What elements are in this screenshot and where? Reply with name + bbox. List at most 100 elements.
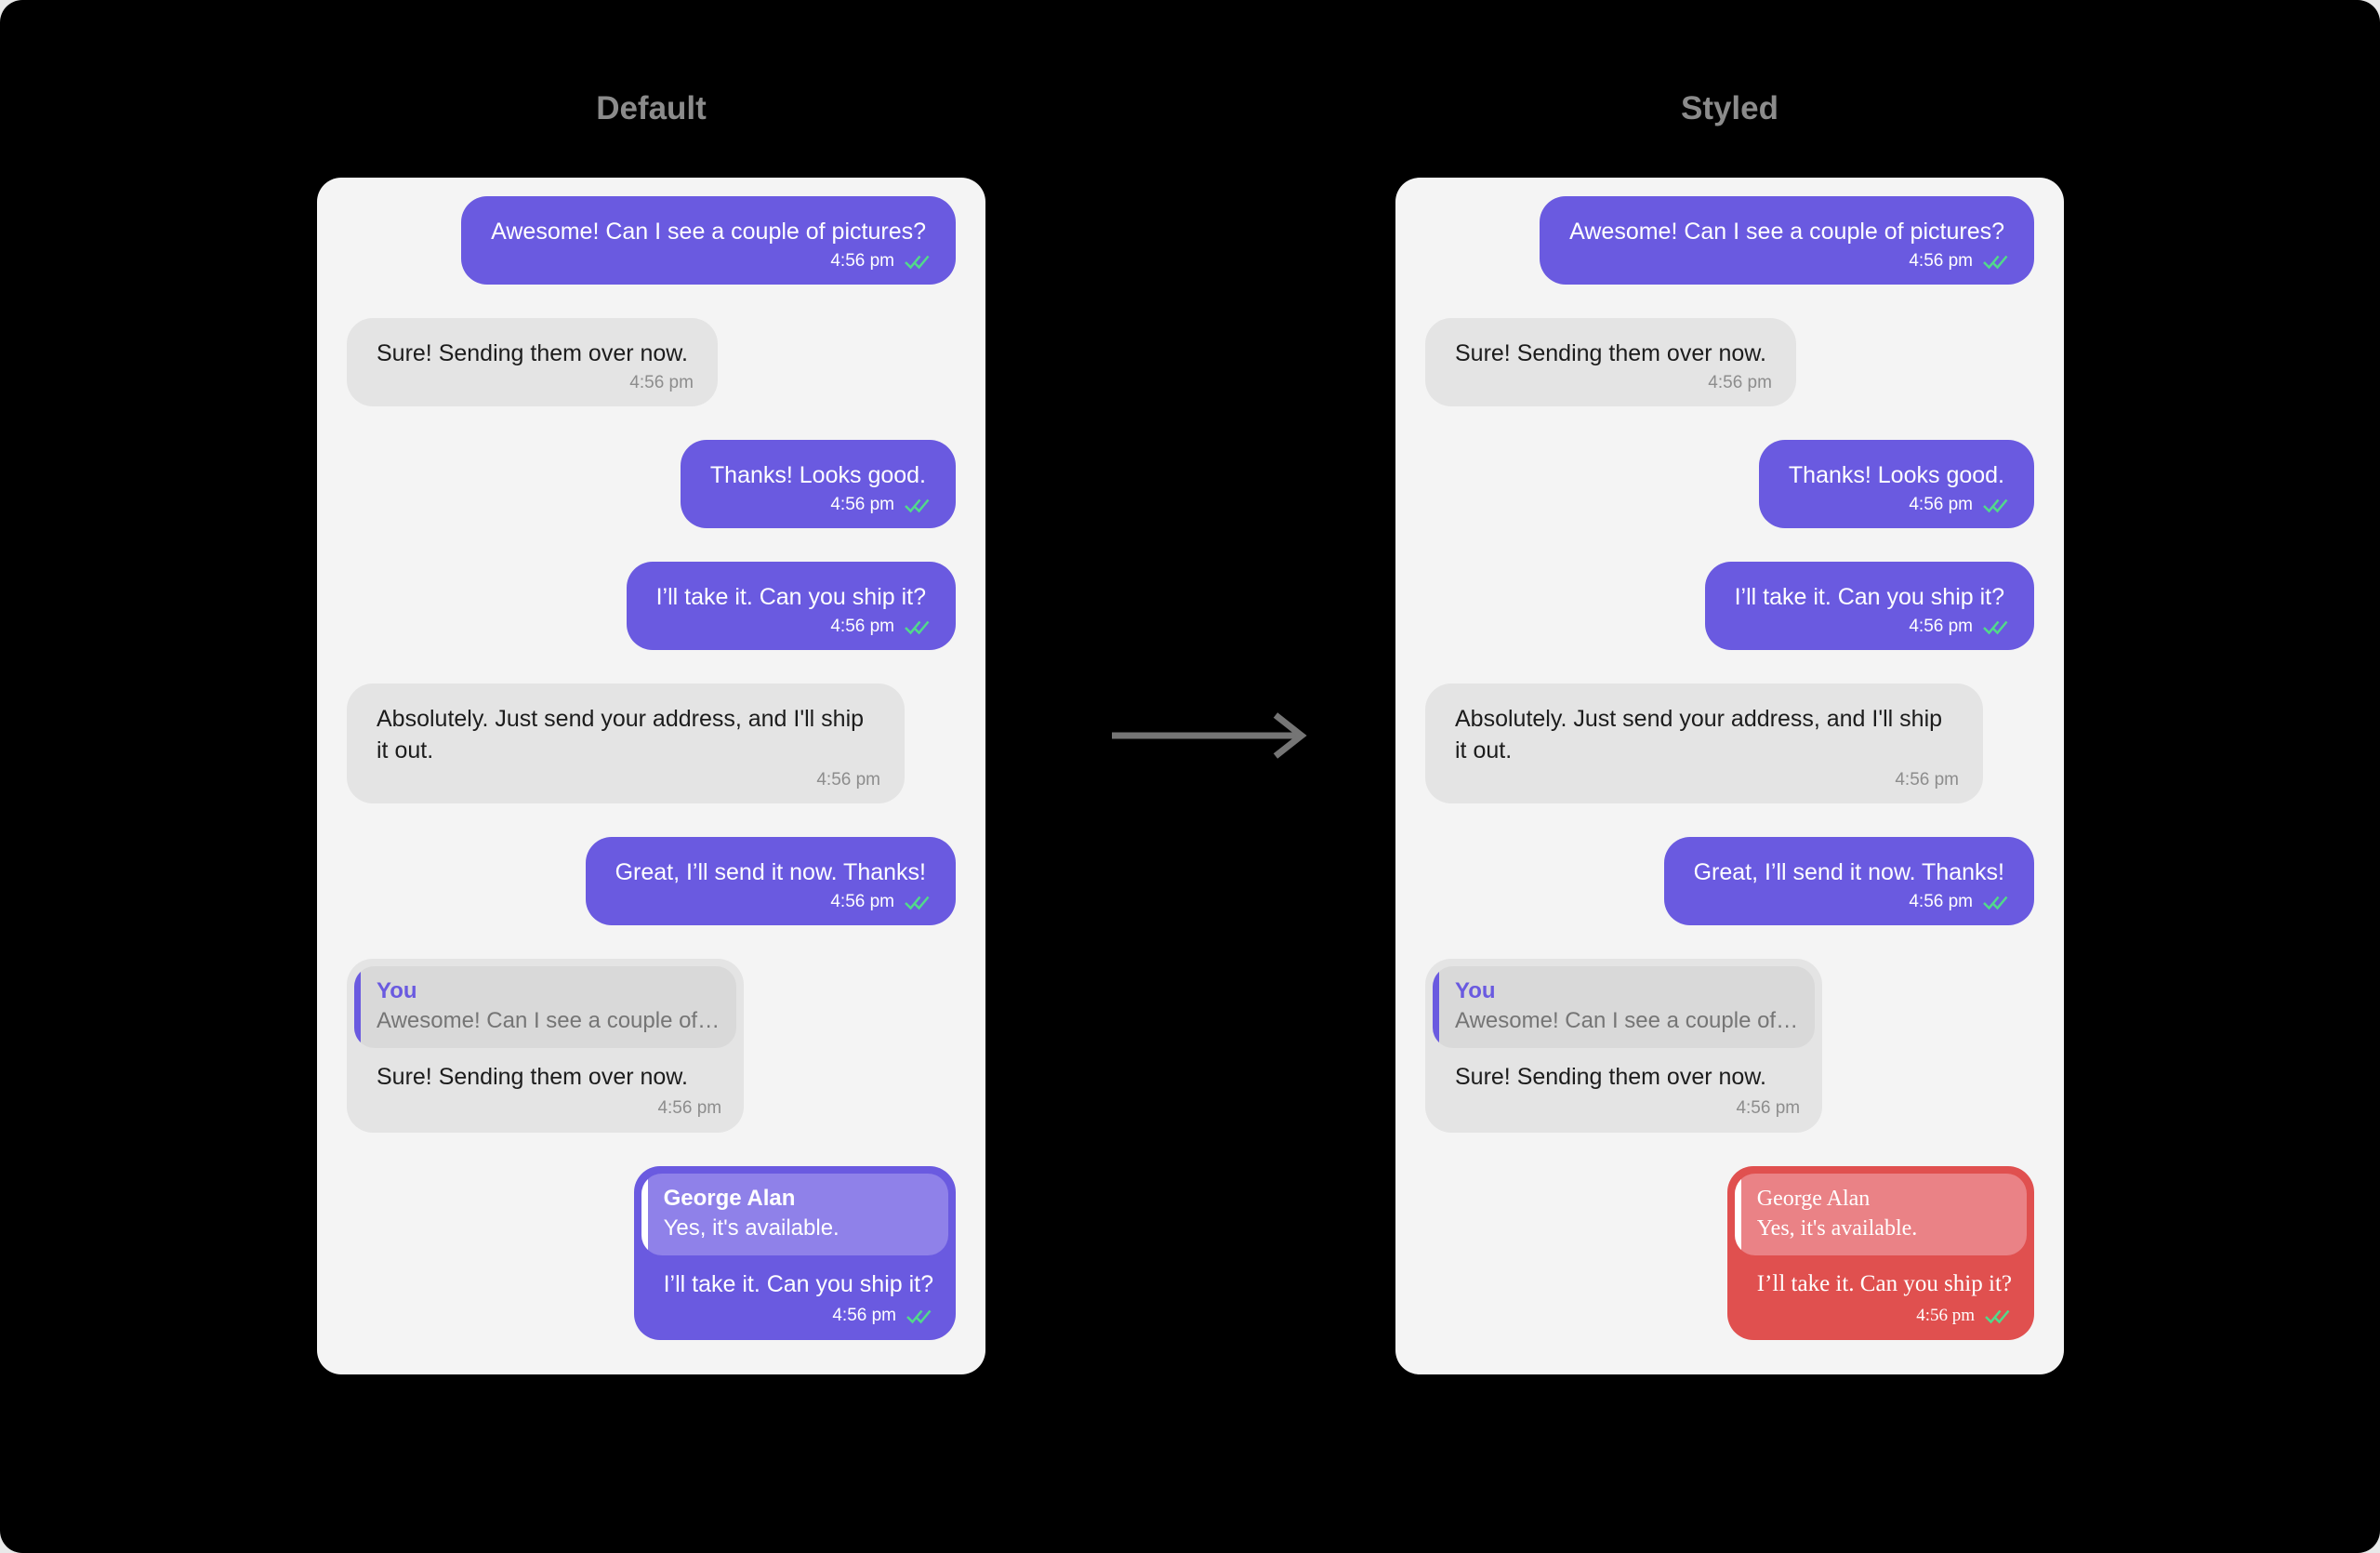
- quote-author: George Alan: [1756, 1187, 1871, 1211]
- message-bubble: Awesome! Can I see a couple of pictures?…: [461, 196, 956, 285]
- quote-accent-bar: [1734, 1174, 1741, 1255]
- message-bubble: Absolutely. Just send your address, and …: [347, 684, 905, 803]
- panel-title-default: Default: [596, 90, 707, 126]
- double-check-icon: [1983, 620, 2008, 635]
- message-row: You Awesome! Can I see a couple of… Sure…: [347, 959, 956, 1133]
- message-bubble: Great, I’ll send it now. Thanks! 4:56 pm: [585, 837, 956, 925]
- double-check-icon: [905, 498, 930, 513]
- message-row: I’ll take it. Can you ship it? 4:56 pm: [1425, 562, 2034, 650]
- message-text: Absolutely. Just send your address, and …: [1455, 706, 1943, 763]
- timestamp: 4:56 pm: [1909, 495, 1973, 514]
- quote-accent-bar: [1433, 966, 1439, 1048]
- message-row: Sure! Sending them over now. 4:56 pm: [347, 318, 956, 406]
- message-bubble: You Awesome! Can I see a couple of… Sure…: [347, 959, 745, 1133]
- message-text: Great, I’ll send it now. Thanks!: [615, 859, 926, 885]
- message-meta: 4:56 pm: [656, 615, 932, 639]
- message-bubble: Great, I’ll send it now. Thanks! 4:56 pm: [1663, 837, 2034, 925]
- timestamp: 4:56 pm: [1916, 1306, 1975, 1325]
- timestamp: 4:56 pm: [1909, 892, 1973, 911]
- message-text: Absolutely. Just send your address, and …: [377, 706, 865, 763]
- message-text: Sure! Sending them over now.: [377, 1064, 688, 1090]
- timestamp: 4:56 pm: [629, 373, 694, 392]
- message-text: Great, I’ll send it now. Thanks!: [1693, 859, 2004, 885]
- message-row: Great, I’ll send it now. Thanks! 4:56 pm: [347, 837, 956, 925]
- message-meta: 4:56 pm: [1455, 371, 1772, 395]
- message-meta: 4:56 pm: [1433, 1096, 1800, 1121]
- timestamp: 4:56 pm: [1736, 1098, 1801, 1118]
- quote-text: Awesome! Can I see a couple of…: [1455, 1008, 1799, 1033]
- message-text: I’ll take it. Can you ship it?: [1756, 1271, 2012, 1296]
- timestamp: 4:56 pm: [1895, 770, 1959, 790]
- message-meta: 4:56 pm: [491, 249, 932, 273]
- quote-accent-bar: [354, 966, 361, 1048]
- message-row: Absolutely. Just send your address, and …: [347, 684, 956, 803]
- message-row: George Alan Yes, it's available. I’ll ta…: [1425, 1166, 2034, 1340]
- message-text: Awesome! Can I see a couple of pictures?: [491, 219, 926, 245]
- quote-accent-bar: [641, 1174, 648, 1255]
- message-text: I’ll take it. Can you ship it?: [663, 1271, 933, 1297]
- timestamp: 4:56 pm: [830, 617, 894, 636]
- message-meta: 4:56 pm: [1735, 615, 2010, 639]
- message-text: Sure! Sending them over now.: [1455, 1064, 1766, 1090]
- message-text: I’ll take it. Can you ship it?: [655, 584, 926, 610]
- message-meta: 4:56 pm: [710, 493, 932, 517]
- quote-author: You: [1455, 978, 1496, 1003]
- reply-quote: George Alan Yes, it's available.: [1734, 1174, 2027, 1255]
- chat-panel-styled: Awesome! Can I see a couple of pictures?…: [1395, 178, 2064, 1374]
- double-check-icon: [905, 896, 930, 910]
- message-bubble: Thanks! Looks good. 4:56 pm: [1758, 440, 2034, 528]
- double-check-icon: [1983, 896, 2008, 910]
- message-bubble: I’ll take it. Can you ship it? 4:56 pm: [1704, 562, 2034, 650]
- message-row: You Awesome! Can I see a couple of… Sure…: [1425, 959, 2034, 1133]
- right-arrow-icon: [1112, 712, 1307, 759]
- timestamp: 4:56 pm: [830, 251, 894, 271]
- timestamp: 4:56 pm: [1708, 373, 1772, 392]
- message-meta: 4:56 pm: [1735, 1304, 2012, 1328]
- message-row: Sure! Sending them over now. 4:56 pm: [1425, 318, 2034, 406]
- message-text: I’ll take it. Can you ship it?: [1734, 584, 2004, 610]
- quote-text: Yes, it's available.: [663, 1215, 840, 1241]
- message-meta: 4:56 pm: [1569, 249, 2010, 273]
- message-meta: 4:56 pm: [377, 371, 694, 395]
- message-bubble: Absolutely. Just send your address, and …: [1425, 684, 1983, 803]
- message-row: George Alan Yes, it's available. I’ll ta…: [347, 1166, 956, 1340]
- timestamp: 4:56 pm: [830, 892, 894, 911]
- message-row: Awesome! Can I see a couple of pictures?…: [347, 196, 956, 285]
- message-meta: 4:56 pm: [641, 1304, 933, 1328]
- message-text: Awesome! Can I see a couple of pictures?: [1569, 219, 2004, 245]
- double-check-icon: [905, 620, 930, 635]
- timestamp: 4:56 pm: [830, 495, 894, 514]
- message-meta: 4:56 pm: [1694, 890, 2010, 914]
- message-row: Great, I’ll send it now. Thanks! 4:56 pm: [1425, 837, 2034, 925]
- message-bubble: Sure! Sending them over now. 4:56 pm: [1425, 318, 1796, 406]
- message-bubble: Awesome! Can I see a couple of pictures?…: [1540, 196, 2034, 285]
- timestamp: 4:56 pm: [1909, 251, 1973, 271]
- message-bubble: George Alan Yes, it's available. I’ll ta…: [1726, 1166, 2034, 1340]
- chat-panel-default: Awesome! Can I see a couple of pictures?…: [317, 178, 985, 1374]
- message-meta: 4:56 pm: [615, 890, 932, 914]
- quote-text: Awesome! Can I see a couple of…: [377, 1008, 721, 1033]
- double-check-icon: [1985, 1309, 2010, 1324]
- timestamp: 4:56 pm: [1909, 617, 1973, 636]
- message-text: Sure! Sending them over now.: [1455, 340, 1766, 366]
- reply-quote: You Awesome! Can I see a couple of…: [354, 966, 737, 1048]
- quote-author: George Alan: [663, 1186, 796, 1211]
- message-row: I’ll take it. Can you ship it? 4:56 pm: [347, 562, 956, 650]
- message-meta: 4:56 pm: [377, 768, 880, 792]
- reply-quote: You Awesome! Can I see a couple of…: [1433, 966, 1816, 1048]
- reply-quote: George Alan Yes, it's available.: [641, 1174, 948, 1255]
- message-text: Sure! Sending them over now.: [377, 340, 688, 366]
- quote-text: Yes, it's available.: [1756, 1216, 1918, 1241]
- double-check-icon: [1983, 255, 2008, 270]
- message-row: Absolutely. Just send your address, and …: [1425, 684, 2034, 803]
- message-row: Awesome! Can I see a couple of pictures?…: [1425, 196, 2034, 285]
- double-check-icon: [905, 255, 930, 270]
- message-text: Thanks! Looks good.: [1788, 462, 2004, 488]
- message-meta: 4:56 pm: [1789, 493, 2010, 517]
- message-bubble: You Awesome! Can I see a couple of… Sure…: [1425, 959, 1823, 1133]
- message-bubble: George Alan Yes, it's available. I’ll ta…: [633, 1166, 956, 1340]
- message-meta: 4:56 pm: [354, 1096, 721, 1121]
- panel-title-styled: Styled: [1680, 90, 1779, 126]
- message-bubble: I’ll take it. Can you ship it? 4:56 pm: [626, 562, 956, 650]
